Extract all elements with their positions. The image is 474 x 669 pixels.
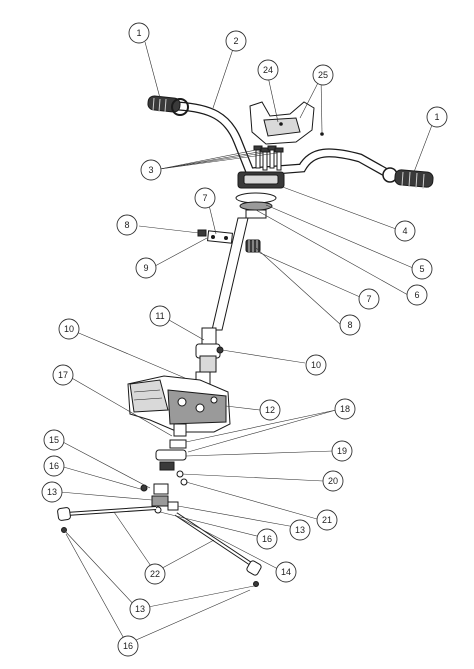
callout-1-left-grip: 1 <box>128 22 150 44</box>
callout-label: 14 <box>281 567 291 577</box>
callout-label: 8 <box>124 220 129 230</box>
handlebar <box>173 101 390 177</box>
callout-12: 12 <box>259 399 281 421</box>
callout-label: 20 <box>328 476 338 486</box>
callout-22: 22 <box>144 563 166 585</box>
callout-label: 9 <box>143 263 148 273</box>
callout-15: 15 <box>43 429 65 451</box>
callout-13-bottom: 13 <box>129 598 151 620</box>
callout-16-bottom: 16 <box>117 635 139 657</box>
callout-21: 21 <box>316 509 338 531</box>
callout-label: 2 <box>233 36 238 46</box>
right-grip <box>382 167 434 190</box>
callout-1-right-grip: 1 <box>426 106 448 128</box>
callout-label: 4 <box>402 226 407 236</box>
callout-24: 24 <box>257 59 279 81</box>
callout-label: 10 <box>64 324 74 334</box>
callout-label: 18 <box>340 404 350 414</box>
callout-label: 21 <box>322 515 332 525</box>
callout-label: 25 <box>318 70 328 80</box>
callout-label: 19 <box>337 446 347 456</box>
steering-column <box>211 217 249 331</box>
column-bushing <box>245 239 261 253</box>
callout-16-right: 16 <box>256 528 278 550</box>
callout-13-left: 13 <box>41 481 63 503</box>
handlebar-clamp <box>235 171 285 219</box>
callout-7-bracket: 7 <box>194 187 216 209</box>
leader-lines <box>58 41 433 645</box>
callout-7-bushing: 7 <box>358 288 380 310</box>
callout-label: 17 <box>58 370 68 380</box>
callout-label: 13 <box>47 487 57 497</box>
pitman-arm-parts <box>155 439 188 486</box>
left-grip <box>147 95 189 116</box>
callout-8-bushing: 8 <box>339 314 361 336</box>
callout-2: 2 <box>225 30 247 52</box>
steering-gearbox <box>127 375 231 437</box>
column-bracket <box>197 229 234 244</box>
callout-20: 20 <box>322 470 344 492</box>
callout-4: 4 <box>394 220 416 242</box>
callouts: 1 1 2 3 4 5 6 7 7 8 8 9 10 10 11 12 13 1… <box>41 22 448 657</box>
callout-6: 6 <box>406 284 428 306</box>
callout-label: 7 <box>366 294 371 304</box>
callout-label: 6 <box>414 290 419 300</box>
clamp-bolts <box>253 145 284 171</box>
callout-label: 16 <box>123 641 133 651</box>
handlebar-pad <box>249 101 324 145</box>
callout-3: 3 <box>140 159 162 181</box>
callout-10-left: 10 <box>58 318 80 340</box>
callout-17: 17 <box>52 364 74 386</box>
universal-joint <box>195 327 224 387</box>
callout-13-right: 13 <box>289 519 311 541</box>
callout-14: 14 <box>275 561 297 583</box>
callout-label: 24 <box>263 65 273 75</box>
callout-19: 19 <box>331 440 353 462</box>
callout-16-left: 16 <box>43 455 65 477</box>
callout-label: 12 <box>265 405 275 415</box>
callout-label: 13 <box>135 604 145 614</box>
callout-8-bolt: 8 <box>116 214 138 236</box>
callout-9: 9 <box>135 257 157 279</box>
callout-label: 11 <box>155 311 164 321</box>
callout-5: 5 <box>411 258 433 280</box>
callout-10-right: 10 <box>305 354 327 376</box>
callout-25: 25 <box>312 64 334 86</box>
callout-label: 16 <box>262 534 272 544</box>
callout-label: 10 <box>311 360 321 370</box>
callout-label: 7 <box>202 193 207 203</box>
callout-label: 1 <box>434 112 439 122</box>
callout-label: 16 <box>49 461 59 471</box>
callout-label: 13 <box>295 525 305 535</box>
tie-rod-joint-center <box>140 483 179 514</box>
callout-label: 1 <box>136 28 141 38</box>
callout-label: 3 <box>148 165 153 175</box>
callout-label: 15 <box>49 435 59 445</box>
callout-label: 22 <box>150 569 160 579</box>
callout-11: 11 <box>149 305 171 327</box>
callout-18: 18 <box>334 398 356 420</box>
callout-label: 5 <box>419 264 424 274</box>
callout-label: 8 <box>347 320 352 330</box>
